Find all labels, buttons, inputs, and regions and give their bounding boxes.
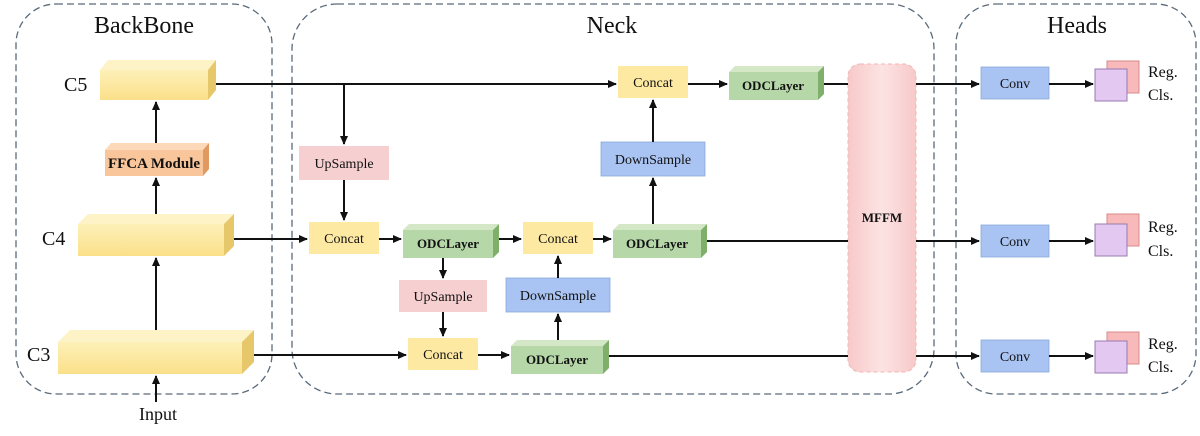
conv-bottom-label: Conv [1000, 350, 1030, 365]
odclayer-mid-left [403, 224, 499, 258]
heads-title: Heads [1047, 13, 1107, 39]
reg-label-mid: Reg. [1148, 219, 1178, 236]
mffm-block [847, 63, 917, 373]
c3-label: C3 [27, 344, 50, 366]
odclayer-mid-right-label: ODCLayer [626, 236, 688, 251]
output-stack-mid [1094, 213, 1140, 257]
odclayer-mid-right [613, 224, 707, 258]
odclayer-top [729, 66, 824, 100]
output-stack-top [1094, 60, 1140, 102]
upsample-bottom [399, 280, 487, 312]
upsample-top-label: UpSample [314, 157, 373, 172]
reg-label-top: Reg. [1148, 64, 1178, 81]
conv-mid [980, 224, 1050, 258]
concat-mid-right [523, 222, 593, 254]
c5-label: C5 [64, 74, 87, 96]
output-stack-bottom [1094, 331, 1140, 374]
concat-mid-right-label: Concat [538, 232, 578, 247]
input-label: Input [139, 404, 177, 424]
cls-label-mid: Cls. [1148, 243, 1173, 260]
c3-block [58, 330, 254, 374]
backbone-title: BackBone [94, 13, 194, 39]
c4-label: C4 [42, 228, 65, 250]
c5-block [100, 60, 216, 100]
concat-bottom [408, 338, 478, 370]
mffm-label: MFFM [862, 210, 902, 225]
c4-block [78, 214, 234, 256]
conv-top-label: Conv [1000, 77, 1030, 92]
conv-mid-label: Conv [1000, 235, 1030, 250]
reg-label-bottom: Reg. [1148, 336, 1178, 353]
concat-mid-left-label: Concat [324, 232, 364, 247]
concat-top [618, 66, 688, 98]
downsample-upper-label: DownSample [615, 153, 691, 168]
cls-label-bottom: Cls. [1148, 359, 1173, 376]
odclayer-bottom-label: ODCLayer [526, 352, 588, 367]
backbone-section [15, 3, 273, 395]
downsample-lower-label: DownSample [520, 289, 596, 304]
upsample-bottom-label: UpSample [413, 290, 472, 305]
ffca-module-block [105, 143, 209, 176]
odclayer-mid-left-label: ODCLayer [417, 236, 479, 251]
cls-label-top: Cls. [1148, 87, 1173, 104]
downsample-upper [600, 141, 706, 177]
upsample-top [299, 146, 389, 180]
concat-top-label: Concat [633, 76, 673, 91]
concat-bottom-label: Concat [423, 348, 463, 363]
neck-title: Neck [587, 13, 638, 39]
odclayer-bottom [511, 340, 609, 374]
downsample-lower [505, 277, 611, 313]
conv-bottom [980, 339, 1050, 373]
heads-section [955, 3, 1197, 395]
neck-section [291, 3, 935, 395]
odclayer-top-label: ODCLayer [742, 78, 804, 93]
ffca-module-label: FFCA Module [108, 156, 200, 172]
concat-mid-left [309, 222, 379, 254]
